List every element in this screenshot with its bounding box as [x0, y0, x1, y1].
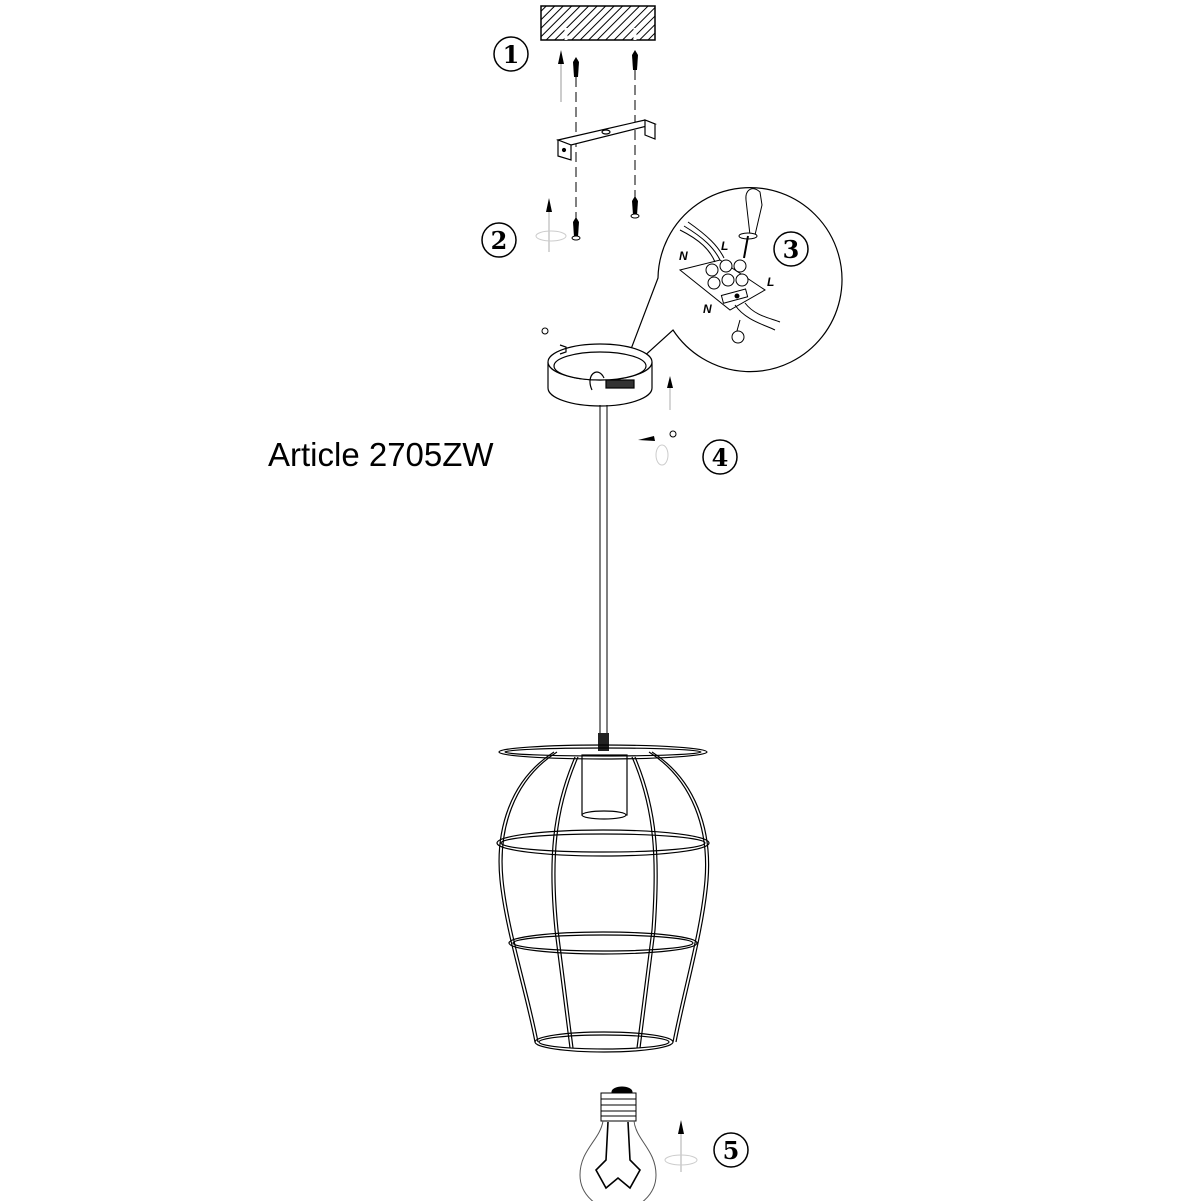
wall-plug-screw-right — [632, 50, 638, 215]
screw-left — [571, 217, 581, 241]
rotate-arrow-icon — [664, 1120, 698, 1172]
svg-text:1: 1 — [503, 40, 520, 69]
svg-text:3: 3 — [783, 235, 800, 264]
suspension-cord — [598, 405, 609, 751]
mounting-bracket — [555, 119, 657, 161]
wire-label-l: L — [767, 275, 774, 289]
wire-label-n: N — [679, 249, 688, 263]
wire-label-n: N — [703, 302, 712, 316]
grub-screw — [541, 327, 549, 335]
step-2-label: 2 — [481, 222, 517, 258]
up-arrow-icon — [558, 50, 564, 102]
wire-cage-shade — [496, 744, 710, 1053]
canopy-screw — [638, 430, 677, 466]
wiring-detail-inset — [619, 187, 843, 379]
svg-text:5: 5 — [723, 1136, 740, 1165]
terminal-block — [705, 259, 749, 290]
wall-plug-screw-left — [573, 57, 579, 240]
ceiling-canopy — [547, 343, 653, 407]
article-number: Article 2705ZW — [268, 436, 494, 473]
light-bulb — [579, 1086, 657, 1201]
step-5-label: 5 — [713, 1132, 749, 1168]
svg-text:4: 4 — [712, 443, 729, 472]
up-arrow-icon — [667, 376, 673, 410]
svg-text:2: 2 — [491, 226, 508, 255]
rotate-arrow-icon — [535, 198, 567, 252]
step-4-label: 4 — [702, 439, 738, 475]
step-3-label: 3 — [773, 231, 809, 267]
step-1-label: 1 — [493, 36, 529, 72]
wire-label-l: L — [721, 239, 728, 253]
screw-right — [630, 196, 640, 219]
ceiling-block — [540, 5, 656, 41]
